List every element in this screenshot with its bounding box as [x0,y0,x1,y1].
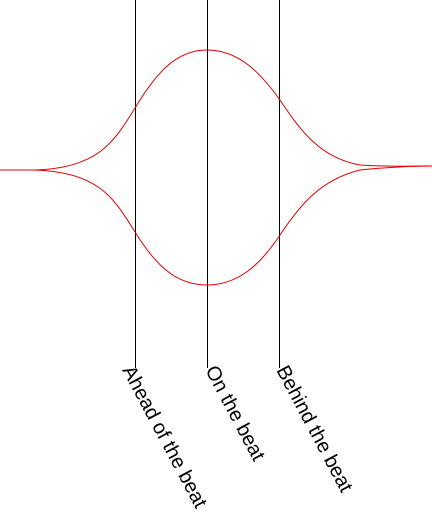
on-beat-label: On the beat [201,362,270,465]
ahead-of-beat-label: Ahead of the beat [118,362,212,512]
envelope-lower-curve [0,165,432,286]
behind-beat-label: Behind the beat [272,362,357,496]
envelope-upper-curve [0,49,432,171]
